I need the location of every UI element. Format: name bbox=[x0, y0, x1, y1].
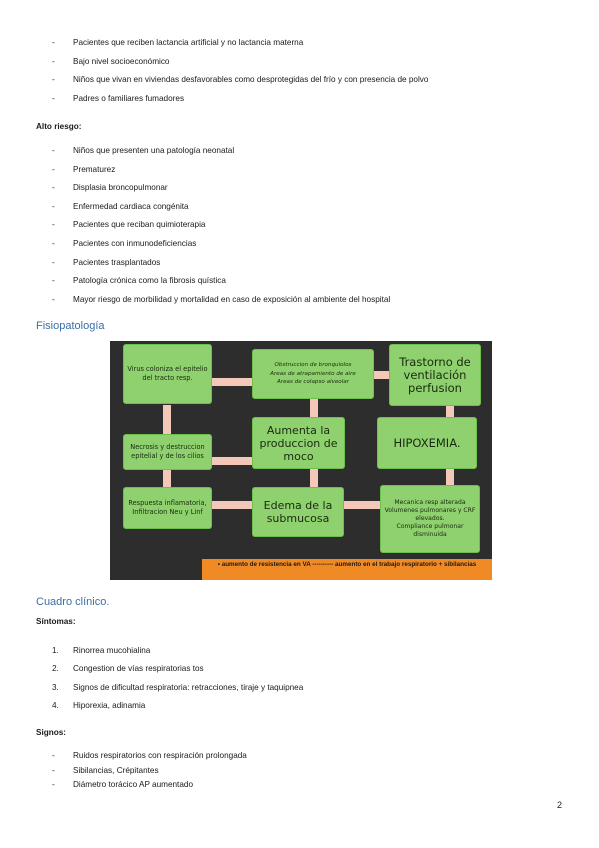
connector bbox=[342, 501, 380, 509]
sintomas-label: Síntomas: bbox=[36, 617, 76, 626]
connector bbox=[310, 467, 318, 487]
list-item: -Prematurez bbox=[52, 164, 116, 174]
list-item: -Enfermedad cardiaca congénita bbox=[52, 201, 189, 211]
banner: • aumento de resistencia en VA ---------… bbox=[202, 559, 492, 580]
respuesta-box: Respuesta inflamatoria, Infiltracion Neu… bbox=[123, 487, 212, 529]
aumenta-box: Aumenta la produccion de moco bbox=[252, 417, 345, 469]
list-item: -Niños que presenten una patología neona… bbox=[52, 146, 235, 155]
list-item: -Niños que vivan en viviendas desfavorab… bbox=[52, 75, 429, 85]
list-item: 1.Rinorrea mucohialina bbox=[52, 646, 151, 655]
signos-list: -Ruidos respiratorios con respiración pr… bbox=[52, 749, 247, 793]
trastorno-box: Trastorno de ventilación perfusion bbox=[389, 344, 481, 406]
connector bbox=[163, 467, 171, 487]
obstruccion-box: Obstruccion de bronquiolos Areas de atra… bbox=[252, 349, 374, 399]
sintomas-list: 1.Rinorrea mucohialina 2.Congestion de v… bbox=[52, 642, 303, 716]
connector bbox=[310, 399, 318, 417]
connector bbox=[210, 457, 252, 465]
connector bbox=[446, 467, 454, 487]
list-item: -Padres o familiares fumadores bbox=[52, 93, 185, 103]
hipoxemia-box: HIPOXEMIA. bbox=[377, 417, 477, 469]
page-number: 2 bbox=[557, 800, 563, 810]
list-item: 2.Congestion de vías respiratorias tos bbox=[52, 664, 204, 674]
fisiopatologia-diagram: Virus coloniza el epitelio del tracto re… bbox=[110, 341, 492, 580]
list-item: -Patología crónica como la fibrosis quís… bbox=[52, 276, 226, 286]
alto-riesgo-list: -Niños que presenten una patología neona… bbox=[52, 142, 390, 309]
cuadro-clinico-heading: Cuadro clínico. bbox=[36, 596, 110, 608]
connector bbox=[373, 371, 403, 379]
list-item: -Pacientes trasplantados bbox=[52, 257, 161, 267]
connector bbox=[210, 378, 252, 386]
fisiopatologia-heading: Fisiopatología bbox=[36, 320, 105, 332]
necrosis-box: Necrosis y destruccion epitelial y de lo… bbox=[123, 434, 212, 470]
list-item: 4.Hiporexia, adinamia bbox=[52, 701, 146, 711]
list-item: -Mayor riesgo de morbilidad y mortalidad… bbox=[52, 294, 391, 304]
list-item: -Bajo nivel socioeconómico bbox=[52, 56, 170, 66]
signos-label: Signos: bbox=[36, 728, 67, 737]
list-item: -Displasia broncopulmonar bbox=[52, 183, 168, 193]
list-item: -Ruidos respiratorios con respiración pr… bbox=[52, 751, 247, 760]
list-item: -Pacientes con inmunodeficiencias bbox=[52, 238, 197, 248]
list-item: -Sibilancias, Crépitantes bbox=[52, 765, 159, 775]
list-item: -Pacientes que reciben lactancia artific… bbox=[52, 38, 304, 47]
mecanica-box: Mecanica resp alterada Volumenes pulmona… bbox=[380, 485, 480, 553]
intro-risk-list: -Pacientes que reciben lactancia artific… bbox=[52, 34, 428, 108]
list-item: 3.Signos de dificultad respiratoria: ret… bbox=[52, 682, 304, 692]
alto-riesgo-label: Alto riesgo: bbox=[36, 122, 82, 131]
connector bbox=[163, 405, 171, 435]
list-item: -Diámetro torácico AP aumentado bbox=[52, 780, 193, 789]
edema-box: Edema de la submucosa bbox=[252, 487, 344, 537]
list-item: -Pacientes que reciban quimioterapia bbox=[52, 220, 206, 230]
connector bbox=[210, 501, 252, 509]
virus-box: Virus coloniza el epitelio del tracto re… bbox=[123, 344, 212, 404]
